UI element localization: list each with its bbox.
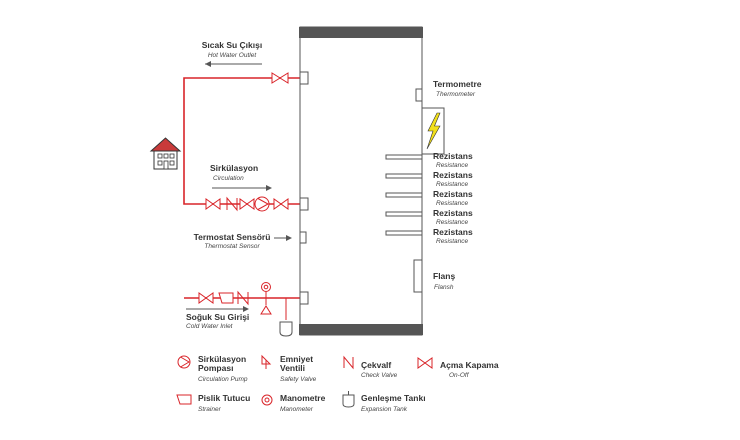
resistance-rods: Rezistans Resistance Rezistans Resistanc…	[385, 151, 473, 245]
legend-item-circulation-pump: Sirkülasyon Pompası Circulation Pump	[177, 354, 248, 383]
safety-valve-icon	[261, 354, 272, 369]
hot-outlet-label: Sıcak Su Çıkışı	[202, 40, 262, 50]
resistance-label: Rezistans	[433, 189, 473, 199]
resistance-sublabel: Resistance	[436, 181, 469, 188]
svg-text:Manometre: Manometre	[280, 393, 326, 403]
legend-item-safety-valve: Emniyet Ventili Safety Valve	[261, 354, 317, 383]
svg-text:Manometer: Manometer	[280, 406, 314, 413]
circulation-label: Sirkülasyon	[210, 163, 258, 173]
svg-text:Ventili: Ventili	[280, 363, 305, 373]
cold-inlet-arrow	[186, 306, 249, 312]
circulation-pump-icon	[177, 355, 191, 369]
resistance-label: Rezistans	[433, 170, 473, 180]
thermometer: Termometre Thermometer	[415, 79, 482, 102]
cold-inlet-sublabel: Cold Water Inlet	[186, 323, 234, 330]
svg-text:Açma Kapama: Açma Kapama	[440, 360, 499, 370]
circulation-pump	[254, 196, 270, 212]
legend-item-expansion-tank: Genleşme Tankı Expansion Tank	[342, 391, 426, 413]
electric-heater-box	[421, 107, 445, 155]
svg-text:Sirkülasyon: Sirkülasyon	[198, 354, 246, 364]
legend-item-strainer: Pislik Tutucu Strainer	[176, 393, 250, 413]
resistance-sublabel: Resistance	[436, 162, 469, 169]
hot-outlet-sublabel: Hot Water Outlet	[208, 52, 257, 59]
legend-item-check-valve: Çekvalf Check Valve	[343, 355, 398, 379]
resistance-rod: Rezistans Resistance	[385, 151, 473, 169]
lightning-bolt-icon	[426, 112, 441, 150]
cold-inlet-label: Soğuk Su Girişi	[186, 312, 249, 322]
cold-on-off-valve	[198, 292, 214, 304]
flange-label: Flanş	[433, 271, 455, 281]
resistance-sublabel: Resistance	[436, 238, 469, 245]
svg-text:Pompası: Pompası	[198, 363, 233, 373]
resistance-rod: Rezistans Resistance	[385, 170, 473, 188]
legend-item-manometer: Manometre Manometer	[261, 393, 326, 413]
resistance-sublabel: Resistance	[436, 200, 469, 207]
svg-text:Expansion Tank: Expansion Tank	[361, 406, 408, 413]
svg-text:Çekvalf: Çekvalf	[361, 360, 391, 370]
legend-item-on-off: Açma Kapama On-Off	[417, 357, 499, 379]
hot-outlet-arrow	[205, 61, 262, 67]
flange: Flanş Flansh	[413, 259, 455, 293]
cold-check-valve	[237, 290, 249, 306]
house-icon	[149, 137, 182, 170]
flange-sublabel: Flansh	[434, 284, 454, 291]
thermometer-sublabel: Thermometer	[436, 91, 476, 98]
hot-line-on-off-valve	[271, 72, 289, 84]
svg-text:Pislik Tutucu: Pislik Tutucu	[198, 393, 250, 403]
svg-text:On-Off: On-Off	[449, 372, 470, 379]
resistance-rod: Rezistans Resistance	[385, 208, 473, 226]
manometer-icon	[261, 394, 273, 406]
circulation-nozzle	[299, 197, 309, 211]
resistance-label: Rezistans	[433, 227, 473, 237]
thermostat-sensor: Termostat Sensörü Thermostat Sensor	[194, 231, 307, 250]
strainer-icon	[176, 394, 192, 405]
circulation-arrow	[212, 185, 272, 191]
svg-text:Strainer: Strainer	[198, 406, 222, 413]
thermostat-sensor-sublabel: Thermostat Sensor	[204, 243, 260, 250]
tank-top-cap	[299, 27, 423, 38]
svg-text:Circulation Pump: Circulation Pump	[198, 376, 248, 383]
resistance-rod: Rezistans Resistance	[385, 189, 473, 207]
check-valve-icon	[343, 355, 354, 370]
cold-safety-valve	[260, 298, 272, 315]
thermometer-label: Termometre	[433, 79, 482, 89]
circulation-on-off-valve-right	[239, 198, 255, 210]
cold-manometer	[261, 282, 271, 298]
circulation-on-off-valve-left	[205, 198, 221, 210]
tank-bottom-cap	[299, 324, 423, 335]
resistance-rod: Rezistans Resistance	[385, 227, 473, 245]
resistance-label: Rezistans	[433, 208, 473, 218]
expansion-tank-icon	[342, 391, 355, 408]
resistance-sublabel: Resistance	[436, 219, 469, 226]
svg-text:Genleşme Tankı: Genleşme Tankı	[361, 393, 426, 403]
circulation-sublabel: Circulation	[213, 175, 244, 182]
circulation-check-valve	[226, 196, 238, 212]
svg-text:Safety Valve: Safety Valve	[280, 376, 317, 383]
legend: Sirkülasyon Pompası Circulation Pump Emn…	[176, 354, 499, 413]
thermostat-sensor-label: Termostat Sensörü	[194, 232, 271, 242]
cold-inlet-nozzle	[299, 291, 309, 305]
cold-water-line: Soğuk Su Girişi Cold Water Inlet	[184, 282, 309, 337]
hot-outlet-nozzle	[299, 71, 309, 85]
tank	[299, 26, 423, 336]
hot-water-line: Sıcak Su Çıkışı Hot Water Outlet	[183, 40, 309, 205]
resistance-label: Rezistans	[433, 151, 473, 161]
cold-strainer	[218, 292, 234, 304]
svg-text:Emniyet: Emniyet	[280, 354, 313, 364]
on-off-valve-icon	[417, 357, 433, 369]
svg-text:Check Valve: Check Valve	[361, 372, 398, 379]
cold-expansion-tank	[279, 298, 293, 337]
circulation-line: Sirkülasyon Circulation	[205, 163, 309, 212]
circulation-on-off-valve-end	[273, 198, 289, 210]
